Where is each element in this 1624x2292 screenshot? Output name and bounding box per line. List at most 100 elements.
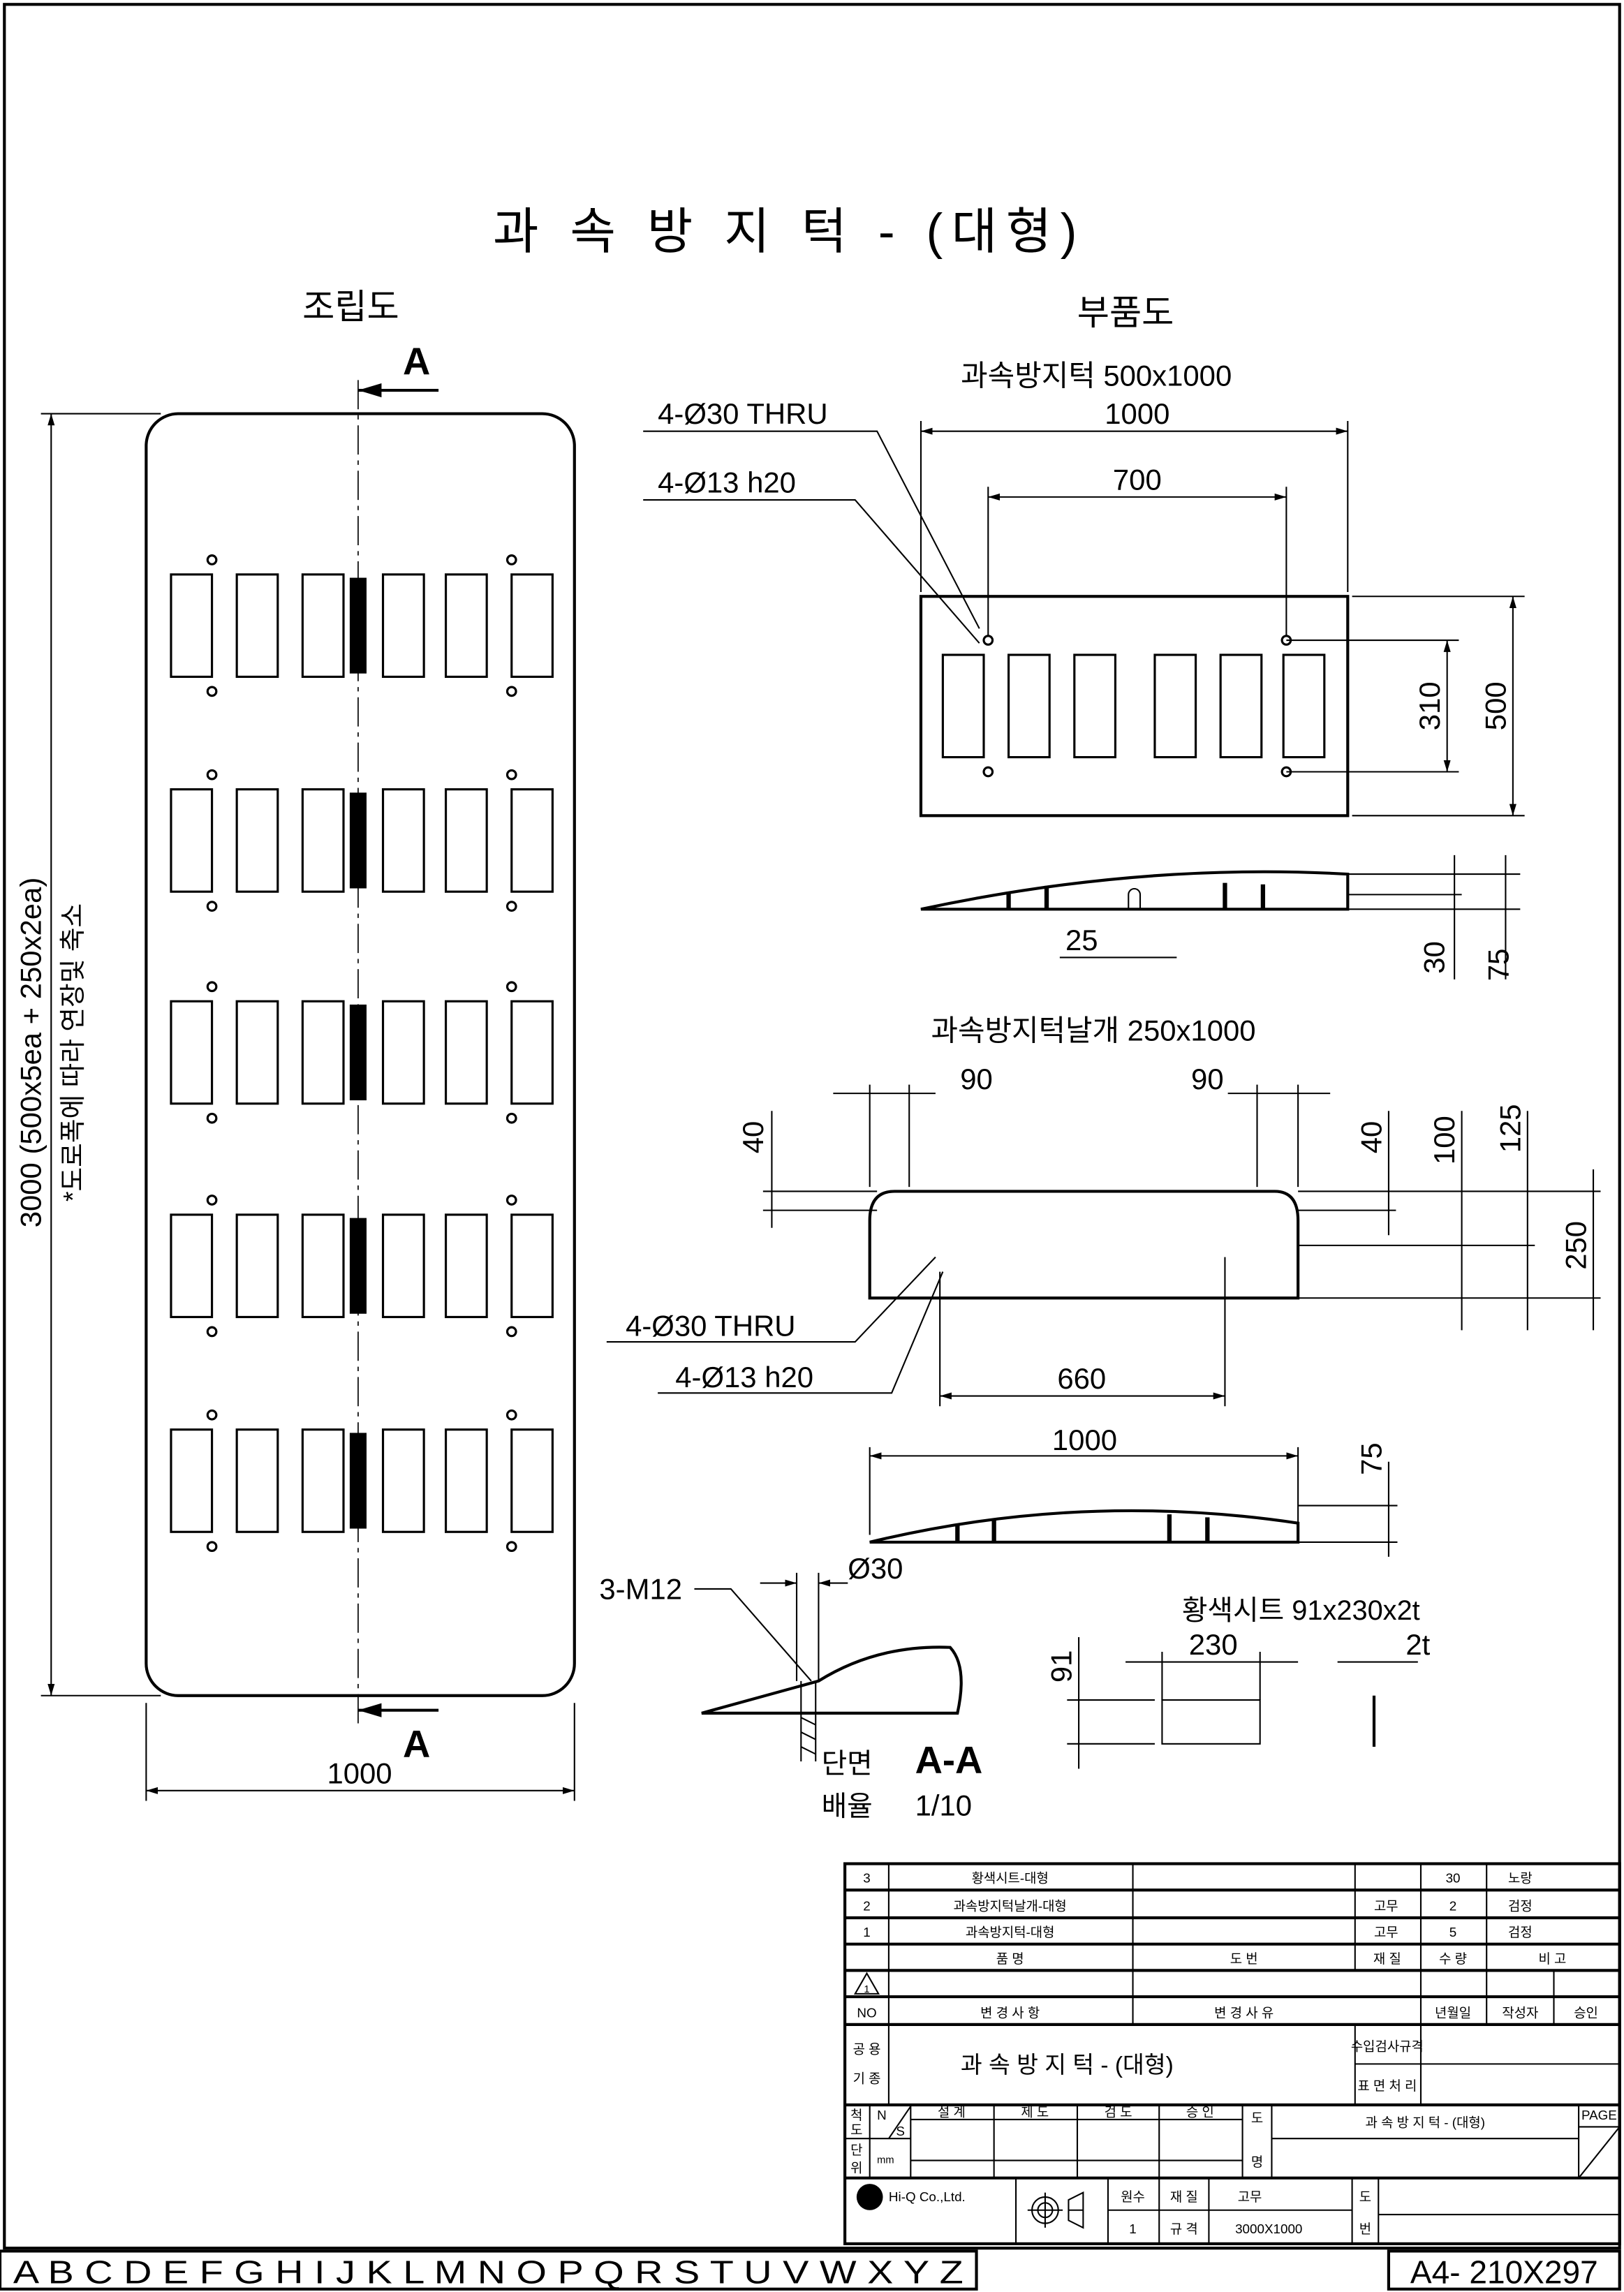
parts-list-no: 3 [863,1871,870,1886]
wing-660-dim: 660 [1057,1362,1106,1395]
sheet-length-dim: 230 [1189,1628,1238,1661]
unit-label-bottom: 위 [850,2160,862,2175]
bolt-hole-icon [206,686,218,697]
parts-list-material: 고무 [1374,1899,1398,1914]
scale-label-top: 척 [850,2108,862,2122]
window-cutout [235,1000,279,1105]
window-cutout [381,573,425,678]
signoff-approve: 승 인 [1186,2105,1214,2120]
spec-label: 규 격 [1170,2221,1198,2236]
parts-list-material: 고무 [1374,1925,1398,1939]
window-cutout [941,653,985,759]
surface-label: 표 면 처 리 [1357,2078,1417,2093]
sheet-name: 황색시트 91x230x2t [1182,1595,1420,1626]
window-cutout [170,788,214,893]
revision-marker: 1 [864,1984,869,1995]
bolt-hole-icon [505,1541,517,1553]
parts-list-name: 과속방지턱날개-대형 [954,1899,1067,1914]
section-marker-bottom: A [403,1723,430,1766]
grid-letter-box [0,2249,978,2291]
bump-cbore-callout: 4-Ø13 h20 [658,466,796,499]
drawing-no-label-top: 도 [1359,2189,1371,2204]
revision-author-header: 작성자 [1502,2005,1538,2020]
material-label: 재 질 [1170,2189,1198,2204]
spec-value: 3000X1000 [1235,2221,1302,2236]
drawing-name-label-top: 도 [1251,2110,1263,2125]
assembly-length-dim: 3000 (500x5ea + 250x2ea) [15,878,47,1228]
header-qty: 수 량 [1439,1951,1467,1966]
window-cutout [381,1428,425,1533]
header-material: 재 질 [1373,1951,1401,1966]
page-label: PAGE [1581,2108,1617,2122]
parts-list-name: 황색시트-대형 [972,1871,1049,1886]
bump-hole-spacing-dim: 310 [1413,681,1446,730]
bump-length-dim: 1000 [1105,397,1169,430]
wing-length-dim: 1000 [1052,1424,1117,1456]
paper-size-box [1387,2249,1621,2291]
window-cutout [235,1213,279,1319]
bolt-hole-icon [206,769,218,781]
bolt-hole-icon [505,1195,517,1206]
wing-right-90-dim: 90 [1191,1063,1224,1095]
assembly-width-dim: 1000 [327,1757,392,1789]
drawing-name-label-bottom: 명 [1251,2154,1263,2169]
parts-list-remark: 검정 [1508,1899,1533,1914]
header-drawing-no: 도 번 [1230,1951,1258,1966]
section-scale: 1/10 [915,1789,972,1821]
window-cutout [170,1213,214,1319]
window-cutout [301,1000,345,1105]
wing-cbore-callout: 4-Ø13 h20 [675,1361,813,1393]
window-cutout [1219,653,1263,759]
drawing-no-label-bottom: 번 [1359,2221,1371,2236]
window-cutout [235,788,279,893]
window-cutout [510,788,554,893]
section-name: A-A [915,1739,983,1782]
window-cutout [381,1213,425,1319]
assembly-note: *도로폭에 따라 연장및 축소 [58,903,87,1202]
bolt-hole-icon [206,981,218,993]
parts-list-qty: 5 [1449,1925,1456,1939]
bolt-hole-icon [505,1112,517,1124]
wing-100-dim: 100 [1428,1116,1461,1165]
bolt-hole-icon [505,901,517,912]
wing-250-dim: 250 [1560,1221,1593,1270]
wing-height-dim: 75 [1354,1442,1387,1475]
window-cutout [444,573,488,678]
sheet-border [3,3,1621,2250]
parts-list-remark: 검정 [1508,1925,1533,1939]
wing-part-view: 과속방지턱날개 250x1000 90 90 40 40 100 125 250… [606,1014,1601,1557]
window-cutout [510,1000,554,1105]
assembly-view: A A 3000 (500x5ea + 250x2ea) *도로폭에 따라 연장… [15,340,576,1801]
window-cutout [1007,653,1051,759]
inspection-label: 수입검사규격 [1351,2039,1424,2054]
signoff-check: 검 도 [1105,2105,1132,2120]
company-logo [856,2184,883,2210]
window-cutout [510,573,554,678]
parts-list-remark: 노랑 [1508,1871,1533,1886]
window-cutout [301,1428,345,1533]
window-cutout [1153,653,1197,759]
window-cutout [170,573,214,678]
bolt-hole-icon [206,901,218,912]
scale-s: S [896,2124,905,2138]
window-cutout [301,573,345,678]
bolt-hole-icon [505,1326,517,1338]
company-name: Hi-Q Co.,Ltd. [889,2189,966,2204]
bump-width-dim: 500 [1479,681,1512,730]
section-marker-top: A [403,340,430,383]
drawing-name: 과 속 방 지 턱 - (대형) [1366,2115,1485,2129]
revision-date-header: 년월일 [1435,2005,1471,2020]
parts-label: 부품도 [1077,293,1174,332]
bolt-hole-icon [505,769,517,781]
parts-list-qty: 2 [1449,1899,1456,1914]
parts-list-no: 1 [863,1925,870,1939]
window-cutout [444,788,488,893]
window-cutout [301,788,345,893]
bolt-hole-icon [505,686,517,697]
bolt-hole-icon [505,1409,517,1421]
bolt-hole-icon [206,1409,218,1421]
bolt-hole-icon [982,766,994,778]
section-scale-label: 배율 [822,1791,873,1821]
bump-small-height-dim: 30 [1417,941,1450,974]
